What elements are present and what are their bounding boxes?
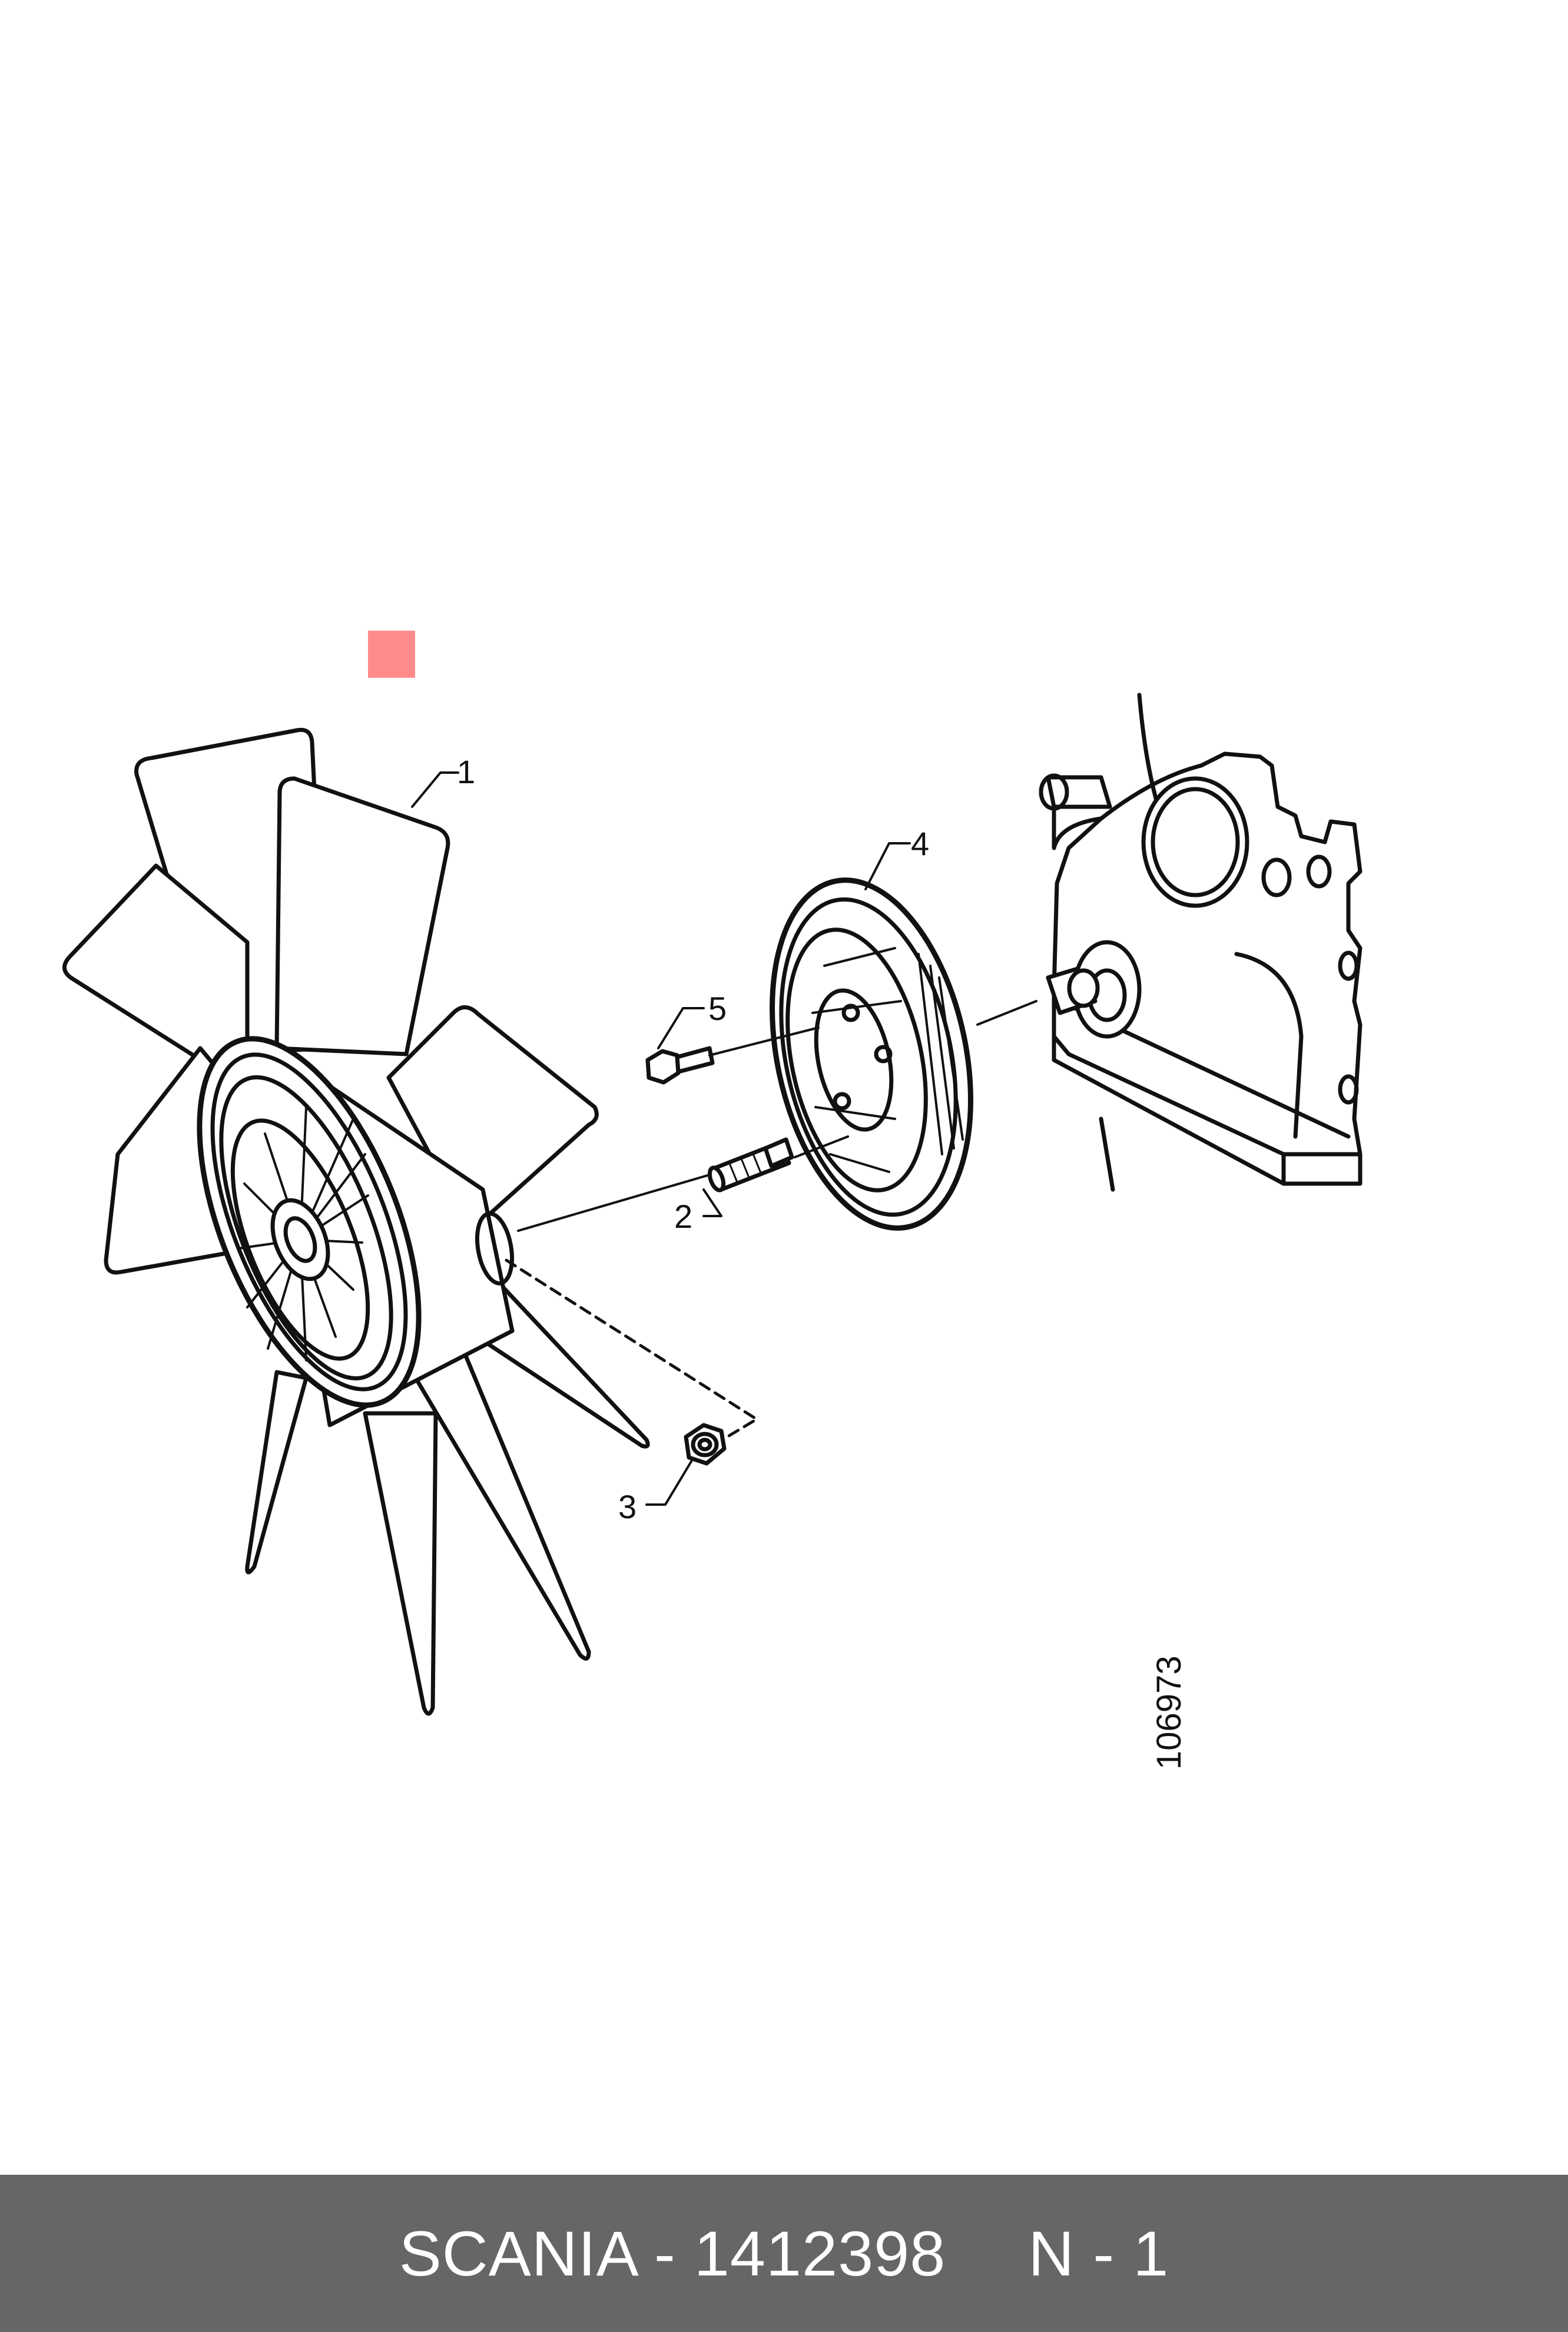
fan-drawing bbox=[62, 727, 650, 1716]
part-label-1: 1 bbox=[457, 753, 475, 790]
engine-housing-drawing bbox=[976, 693, 1363, 1192]
part-label-3: 3 bbox=[618, 1488, 637, 1525]
footer-brand-part-number: SCANIA - 1412398 bbox=[399, 2218, 946, 2289]
part-label-4: 4 bbox=[911, 825, 929, 862]
footer-bar: SCANIA - 1412398 N - 1 bbox=[0, 2175, 1568, 2332]
fan-to-stud-line bbox=[517, 1174, 711, 1232]
leader-line-2 bbox=[702, 1188, 722, 1217]
pulley-to-engine-line bbox=[794, 1135, 849, 1158]
leader-line-5 bbox=[657, 1007, 705, 1049]
leader-line-4 bbox=[864, 842, 911, 890]
nut-dashed-line bbox=[505, 1258, 758, 1439]
part-label-5: 5 bbox=[708, 990, 727, 1027]
pulley-drawing bbox=[770, 877, 973, 1231]
color-marker bbox=[368, 631, 415, 678]
leader-line-1 bbox=[411, 771, 459, 808]
exploded-parts-diagram: 1 4 5 2 3 106973 bbox=[62, 631, 1363, 1770]
footer-page-indicator: N - 1 bbox=[1028, 2218, 1169, 2289]
leader-line-3 bbox=[645, 1459, 693, 1506]
drawing-number: 106973 bbox=[1150, 1655, 1188, 1770]
nut-drawing bbox=[684, 1423, 727, 1466]
stud-drawing bbox=[707, 1137, 794, 1192]
part-label-2: 2 bbox=[674, 1198, 692, 1235]
bolt-drawing bbox=[645, 1026, 820, 1085]
